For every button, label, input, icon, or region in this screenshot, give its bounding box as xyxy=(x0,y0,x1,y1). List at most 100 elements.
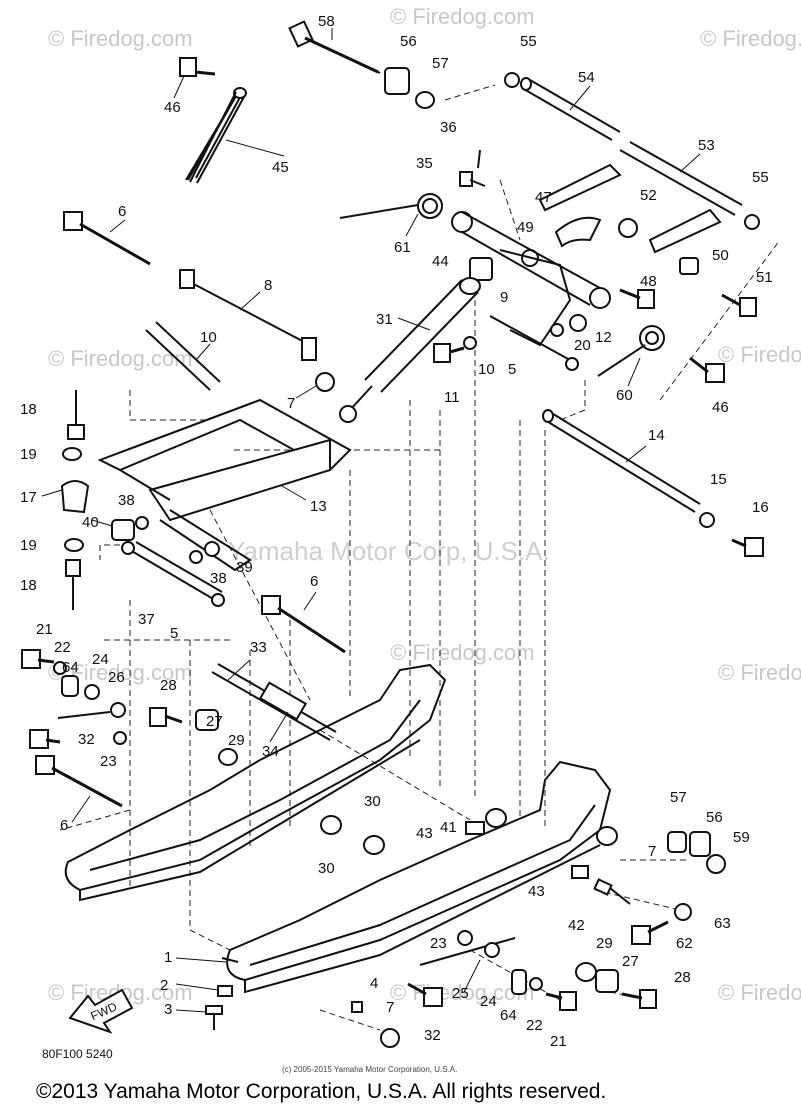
callout-57: 57 xyxy=(432,55,449,72)
callout-54: 54 xyxy=(578,69,595,86)
callout-32-left: 32 xyxy=(78,731,95,748)
callout-12: 12 xyxy=(595,329,612,346)
callout-24-lower: 24 xyxy=(480,993,497,1010)
callout-35: 35 xyxy=(416,155,433,172)
washer-23-upper xyxy=(113,731,127,745)
fwd-arrow xyxy=(68,988,134,1034)
washer-63 xyxy=(674,903,692,921)
grease-nipple-18-bottom xyxy=(65,559,81,610)
collar-40 xyxy=(111,519,135,541)
callout-15: 15 xyxy=(710,471,727,488)
callout-28-lower: 28 xyxy=(674,969,691,986)
nut-52 xyxy=(618,218,638,238)
bolt-6-middle xyxy=(261,595,346,654)
callout-16: 16 xyxy=(752,499,769,516)
callout-58: 58 xyxy=(318,13,335,30)
watermark-lower-center: © Firedog.com xyxy=(390,640,535,665)
collar-57-right xyxy=(667,831,687,853)
callout-64-lower: 64 xyxy=(500,1007,517,1024)
callout-19-bottom: 19 xyxy=(20,537,37,554)
callout-5-lower: 5 xyxy=(170,625,178,642)
shock-31 xyxy=(339,277,481,423)
washer-55-right xyxy=(744,214,760,230)
callout-8: 8 xyxy=(264,277,272,294)
bolt-51 xyxy=(721,293,757,317)
callout-6-middle: 6 xyxy=(310,573,318,590)
washer-22-left xyxy=(53,661,67,675)
callout-55-right: 55 xyxy=(752,169,769,186)
callout-18-top: 18 xyxy=(20,401,37,418)
callout-20: 10 xyxy=(200,329,217,346)
callout-23-upper: 23 xyxy=(100,753,117,770)
screw-36 xyxy=(477,149,481,169)
collar-57 xyxy=(415,91,435,109)
callout-30-left: 30 xyxy=(318,860,335,877)
nut-59 xyxy=(706,854,726,874)
watermark-top-center: © Firedog.com xyxy=(390,4,535,29)
watermark-top-right: © Firedog.com xyxy=(700,26,801,51)
callout-14: 14 xyxy=(648,427,665,444)
bushing-56 xyxy=(384,67,410,95)
bolt-28-upper xyxy=(149,707,183,727)
callout-4: 4 xyxy=(370,975,378,992)
callout-11: 11 xyxy=(444,389,460,406)
callout-7-lower: 7 xyxy=(386,999,394,1016)
parts-drawing xyxy=(21,20,764,1048)
bolt-46-right xyxy=(689,356,725,383)
callout-37: 37 xyxy=(138,611,155,628)
spring-26 xyxy=(57,702,126,719)
collar-30-right xyxy=(363,835,385,855)
nut-38-lower xyxy=(189,550,203,564)
watermark-mid-right: © Firedog.com xyxy=(718,342,801,367)
shaft-5-upper xyxy=(489,315,571,361)
callout-6-lower: 6 xyxy=(60,817,68,834)
nut-7-lower xyxy=(380,1028,400,1048)
callout-46-right: 46 xyxy=(712,399,729,416)
copyright-footer: ©2013 Yamaha Motor Corporation, U.S.A. A… xyxy=(36,1080,606,1103)
callout-62: 62 xyxy=(676,935,693,952)
callout-43-lower: 43 xyxy=(528,883,545,900)
watermark-top-left: © Firedog.com xyxy=(48,26,193,51)
watermark-lower-right: © Firedog.com xyxy=(718,660,801,685)
nut-7-upper xyxy=(315,372,335,392)
bolt-32-lower xyxy=(407,982,443,1007)
diagram-code: 80F100 5240 xyxy=(42,1047,113,1061)
callout-39: 39 xyxy=(236,559,253,576)
bracket-17 xyxy=(60,480,90,514)
slide-rail-right xyxy=(226,760,612,994)
callout-57-right: 57 xyxy=(670,789,687,806)
washer-55-top xyxy=(504,72,520,88)
washer-19-top xyxy=(62,447,82,461)
callout-18-bottom: 18 xyxy=(20,577,37,594)
washer-19-bottom xyxy=(64,538,84,552)
callout-53: 53 xyxy=(698,137,715,154)
arm-53 xyxy=(538,141,743,254)
axle-33-34 xyxy=(211,663,337,741)
pad-4 xyxy=(351,1001,363,1013)
bracket-27-lower xyxy=(595,969,619,993)
shaft-5-upper-end xyxy=(565,357,579,371)
callout-23-lower: 23 xyxy=(430,935,447,952)
small-copyright: (c) 2005-2015 Yamaha Motor Corporation, … xyxy=(282,1065,457,1074)
callout-21-lower: 21 xyxy=(550,1033,567,1050)
callout-1: 1 xyxy=(164,949,172,966)
rivet-1-2-3 xyxy=(205,957,239,1030)
callout-56-right: 56 xyxy=(706,809,723,826)
callout-7-upper: 7 xyxy=(287,395,295,412)
callout-46: 46 xyxy=(164,99,181,116)
nut-7-right xyxy=(596,826,618,846)
callout-55: 55 xyxy=(520,33,537,50)
nut-39 xyxy=(204,541,220,557)
shaft-54 xyxy=(520,77,621,141)
rod-8 xyxy=(179,269,317,361)
shaft-20 xyxy=(145,321,221,391)
bolt-16 xyxy=(731,537,764,557)
callout-33: 33 xyxy=(250,639,267,656)
plate-64-lower xyxy=(511,969,527,995)
callout-5-upper: 5 xyxy=(508,361,516,378)
callout-24-left: 24 xyxy=(92,651,109,668)
callout-9: 9 xyxy=(500,289,508,306)
callout-6-top: 6 xyxy=(118,203,126,220)
collar-29-upper xyxy=(218,748,238,766)
callout-45: 45 xyxy=(272,159,289,176)
